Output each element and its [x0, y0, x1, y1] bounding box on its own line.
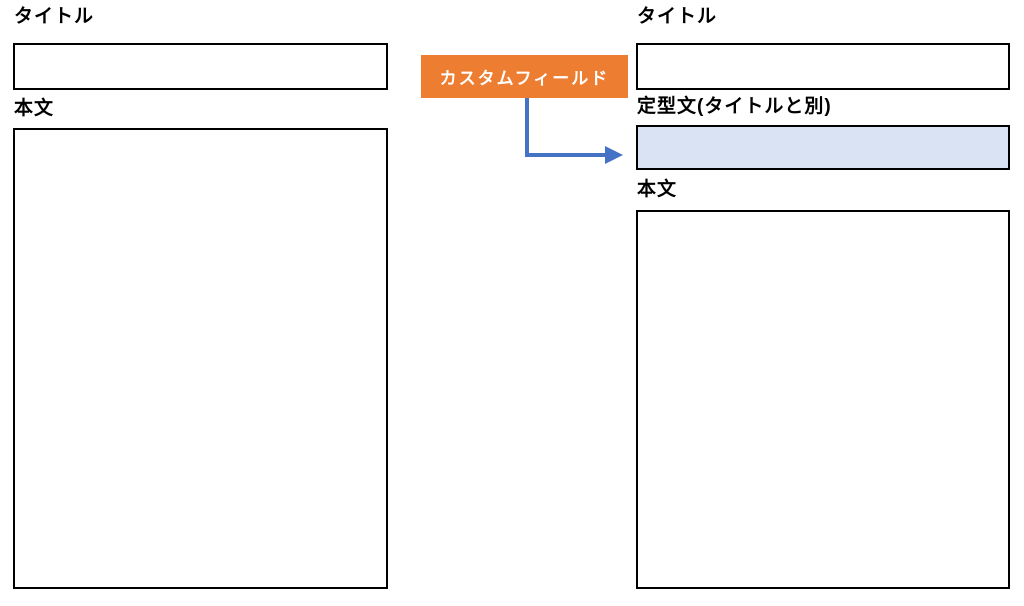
- left-body-field: [13, 128, 388, 589]
- right-title-label: タイトル: [637, 6, 718, 27]
- right-title-field: [636, 43, 1010, 90]
- right-fixed-phrase-label: 定型文(タイトルと別): [637, 96, 832, 117]
- connector-arrow-icon: [525, 98, 623, 164]
- left-title-label: タイトル: [14, 6, 95, 27]
- left-title-field: [13, 43, 388, 90]
- right-body-label: 本文: [637, 179, 678, 200]
- custom-field-callout: カスタムフィールド: [421, 55, 628, 98]
- right-fixed-phrase-field: [636, 125, 1010, 170]
- left-body-label: 本文: [14, 98, 55, 119]
- right-body-field: [636, 210, 1010, 589]
